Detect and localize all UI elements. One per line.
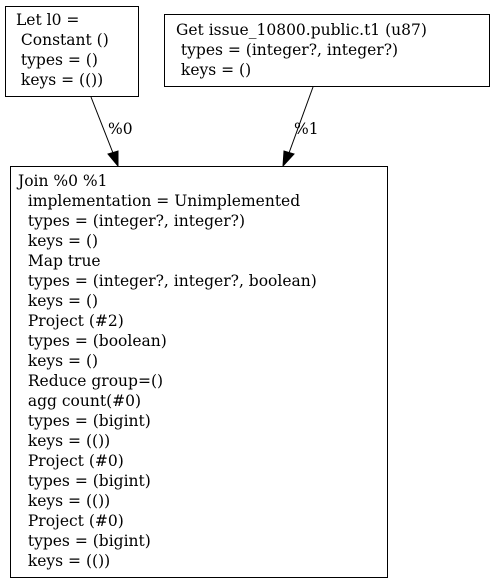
node-join-line: types = (boolean) <box>18 332 167 350</box>
edge-label-get-join: %1 <box>294 120 319 138</box>
edge-label-let-join: %0 <box>108 120 133 138</box>
node-join-line: types = (bigint) <box>18 412 151 430</box>
edge-let-to-join: %0 <box>90 96 133 168</box>
node-join-line: keys = (()) <box>18 552 110 570</box>
node-join-line: keys = (()) <box>18 492 110 510</box>
node-get: Get issue_10800.public.t1 (u87) types = … <box>164 14 490 87</box>
node-get-line: Get issue_10800.public.t1 (u87) <box>176 21 427 39</box>
node-let-line: Let l0 = <box>16 11 79 29</box>
node-let-line: types = () <box>16 51 98 69</box>
node-join-line: keys = (()) <box>18 432 110 450</box>
node-join-line: keys = () <box>18 352 98 370</box>
node-join-line: types = (integer?, integer?, boolean) <box>18 272 317 290</box>
node-join-line: Project (#0) <box>18 452 124 470</box>
node-let: Let l0 = Constant () types = () keys = (… <box>5 6 139 97</box>
node-join-line: keys = () <box>18 292 98 310</box>
node-join-line: Join %0 %1 <box>16 172 108 190</box>
node-join-line: Reduce group=() <box>18 372 163 390</box>
node-join-line: Project (#0) <box>18 512 124 530</box>
node-join-line: types = (integer?, integer?) <box>18 212 245 230</box>
node-join-line: agg count(#0) <box>18 392 141 410</box>
node-let-line: keys = (()) <box>16 71 103 89</box>
edge-get-to-join: %1 <box>282 86 319 168</box>
node-join-line: Project (#2) <box>18 312 124 330</box>
node-get-line: types = (integer?, integer?) <box>176 41 398 59</box>
node-get-line: keys = () <box>176 61 251 79</box>
node-join-line: keys = () <box>18 232 98 250</box>
node-join-line: implementation = Unimplemented <box>18 192 300 210</box>
node-join-line: types = (bigint) <box>18 532 151 550</box>
node-let-line: Constant () <box>16 31 109 49</box>
node-join: Join %0 %1 implementation = Unimplemente… <box>10 166 388 578</box>
node-join-line: Map true <box>18 252 101 270</box>
node-join-line: types = (bigint) <box>18 472 151 490</box>
